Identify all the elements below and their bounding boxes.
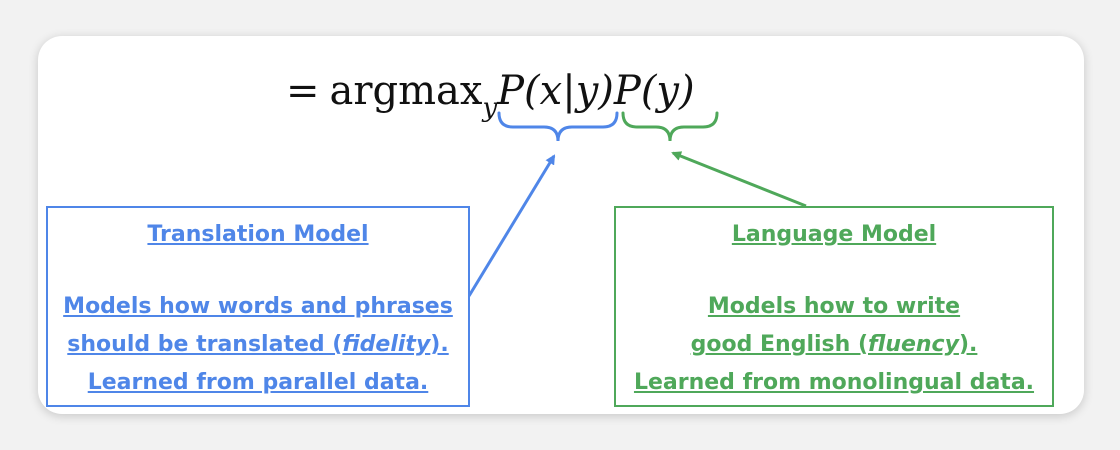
translation-model-brace [497, 111, 619, 142]
translation-model-arrow [467, 154, 556, 297]
argmax-subscript: y [482, 93, 498, 123]
translation-model-desc-3: Learned from parallel data. [87, 370, 429, 395]
language-model-desc-2-pre: good English ( [690, 332, 868, 357]
argmax-operator: argmax [329, 68, 483, 114]
fidelity-term: fidelity [342, 332, 431, 357]
language-model-brace [621, 111, 719, 142]
language-model-desc-2: good English (fluency). [616, 326, 1052, 364]
translation-model-desc-2: should be translated (fidelity). [48, 326, 468, 364]
language-model-arrow [671, 151, 807, 208]
translation-model-desc-1: Models how words and phrases [63, 294, 453, 319]
translation-probability-term: P(x|y) [497, 68, 614, 114]
translation-model-desc-2-post: ). [430, 332, 449, 357]
language-model-title: Language Model [731, 222, 937, 247]
translation-model-box: Translation Model Models how words and p… [46, 206, 470, 407]
equals-sign: = [286, 68, 320, 114]
language-model-box: Language Model Models how to write good … [614, 206, 1054, 407]
language-model-desc-3: Learned from monolingual data. [633, 370, 1035, 395]
argmax-formula: =argmaxyP(x|y)P(y) [286, 62, 695, 123]
language-model-desc-2-post: ). [958, 332, 978, 357]
translation-model-title: Translation Model [147, 222, 369, 247]
translation-model-desc-2-pre: should be translated ( [67, 332, 343, 357]
language-model-desc-1: Models how to write [707, 294, 961, 319]
fluency-term: fluency [868, 332, 959, 357]
language-probability-term: P(y) [613, 68, 695, 114]
